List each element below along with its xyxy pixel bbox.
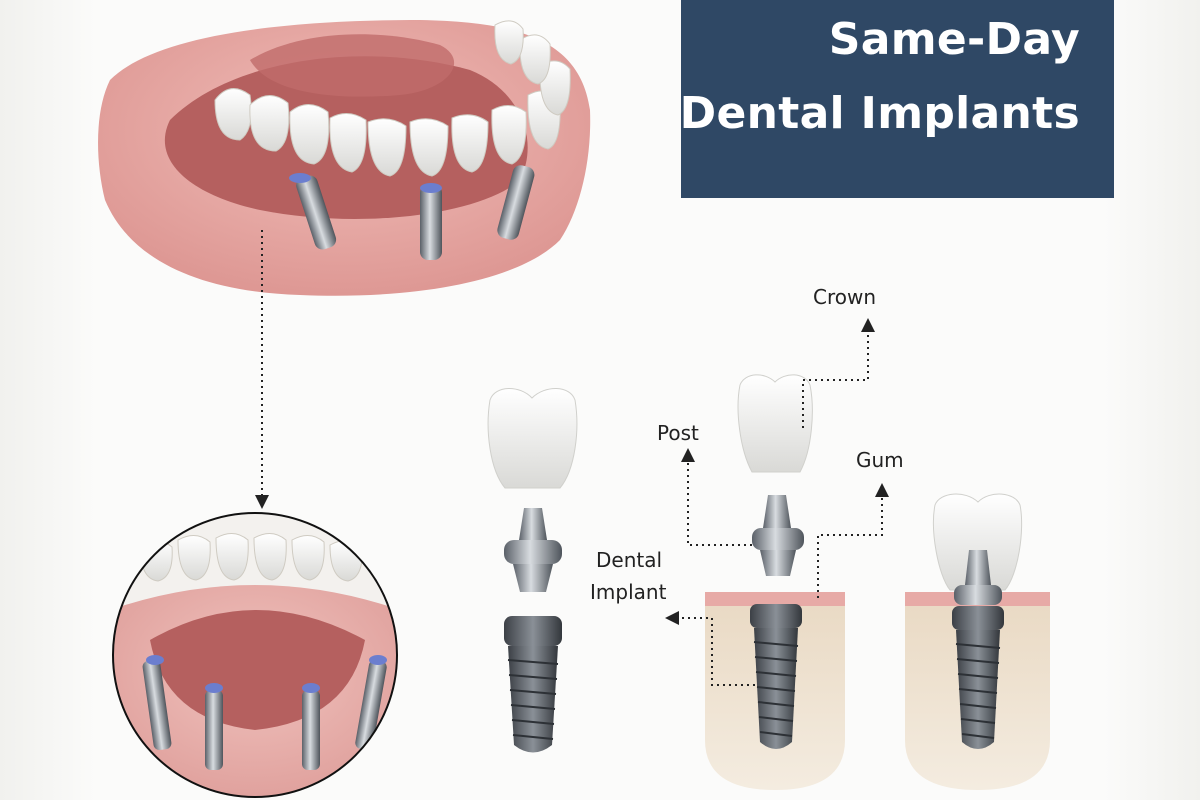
crown-label: Crown bbox=[813, 285, 877, 309]
dental-implant-label-line-1: Dental bbox=[596, 548, 663, 572]
dental-implant-label-line-2: Implant bbox=[590, 580, 667, 604]
implant-labeled bbox=[750, 604, 802, 749]
gum-pointer bbox=[817, 483, 889, 598]
crown-exploded bbox=[487, 388, 578, 489]
title-line-2: Dental Implants bbox=[679, 88, 1080, 139]
abutment-exploded bbox=[504, 508, 562, 592]
post-label: Post bbox=[657, 421, 699, 445]
post-labeled bbox=[752, 495, 804, 576]
implant-cross-section-labeled bbox=[665, 318, 889, 790]
closeup-circle bbox=[112, 512, 398, 798]
jaw-3d-model bbox=[98, 20, 591, 296]
implant-cross-section-assembled bbox=[905, 493, 1050, 790]
crown-labeled bbox=[737, 374, 813, 473]
jaw-teeth-bridge bbox=[214, 20, 571, 177]
title-line-1: Same-Day bbox=[828, 14, 1080, 65]
post-pointer bbox=[681, 448, 752, 546]
exploded-parts bbox=[487, 388, 578, 753]
jaw-implants bbox=[289, 165, 535, 260]
gum-label: Gum bbox=[856, 448, 904, 472]
implant-screw-exploded bbox=[504, 616, 562, 753]
title-banner: Same-Day Dental Implants bbox=[679, 0, 1114, 198]
crown-pointer bbox=[802, 318, 875, 428]
